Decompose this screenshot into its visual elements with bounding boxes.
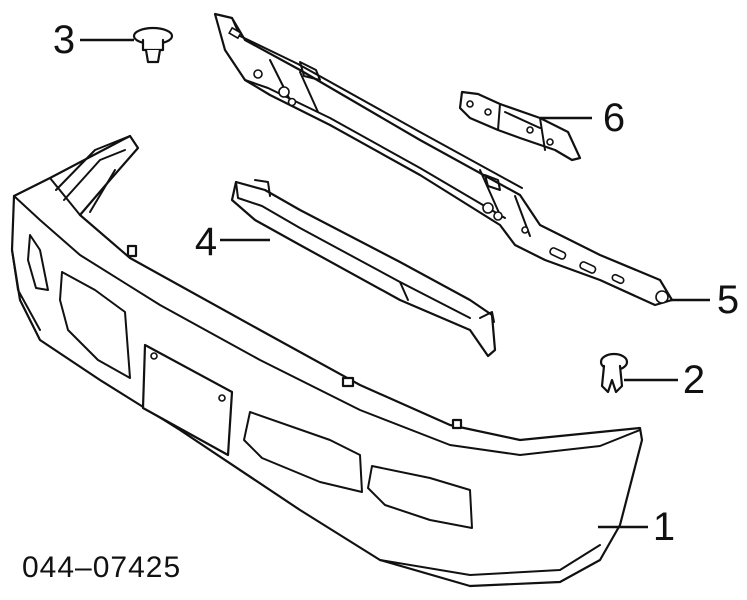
reinforcement-bar bbox=[213, 12, 674, 307]
energy-absorber bbox=[230, 179, 497, 358]
reference-code: 044–07425 bbox=[22, 551, 182, 584]
callout-5: 5 bbox=[716, 278, 740, 322]
callout-2: 2 bbox=[682, 358, 706, 402]
push-pin-fastener bbox=[132, 26, 174, 64]
callout-6: 6 bbox=[602, 96, 626, 140]
bumper-cover bbox=[10, 134, 644, 588]
callout-1: 1 bbox=[652, 505, 676, 549]
mounting-bracket bbox=[458, 90, 582, 162]
retainer-clip bbox=[599, 352, 629, 394]
callout-4: 4 bbox=[194, 220, 218, 264]
callout-3: 3 bbox=[52, 18, 76, 62]
